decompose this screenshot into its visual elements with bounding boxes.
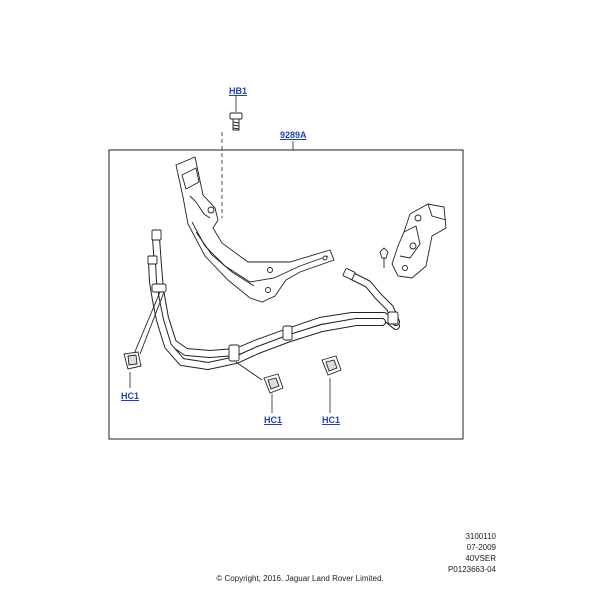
reference-series: 40VSER — [465, 554, 496, 563]
heat-shield-bracket-icon[interactable] — [175, 156, 335, 303]
kit-frame — [108, 149, 464, 440]
mounting-bracket-icon[interactable] — [379, 203, 447, 279]
pipe-fittings-icon — [133, 229, 399, 381]
callout-9289a[interactable]: 9289A — [280, 130, 307, 140]
clip-hc1-right-icon[interactable] — [321, 355, 342, 376]
reference-illustration-id: P0123663-04 — [447, 565, 496, 574]
cooler-pipes-icon[interactable] — [148, 234, 400, 370]
clip-hc1-left-icon[interactable] — [123, 351, 142, 370]
reference-code: 3100110 — [465, 532, 496, 541]
clip-hc1-middle-icon[interactable] — [263, 373, 284, 394]
copyright-notice: © Copyright, 2016. Jaguar Land Rover Lim… — [216, 574, 384, 583]
callout-hc1-right[interactable]: HC1 — [322, 415, 341, 425]
callout-hc1-left[interactable]: HC1 — [121, 391, 140, 401]
leader-lines — [129, 96, 331, 413]
bolt-hb1-icon[interactable] — [229, 112, 243, 131]
callout-hb1[interactable]: HB1 — [229, 86, 248, 96]
callout-hc1-middle[interactable]: HC1 — [264, 415, 283, 425]
reference-block: 3100110 07-2009 40VSER P0123663-04 — [448, 531, 496, 575]
reference-date: 07-2009 — [466, 543, 496, 552]
